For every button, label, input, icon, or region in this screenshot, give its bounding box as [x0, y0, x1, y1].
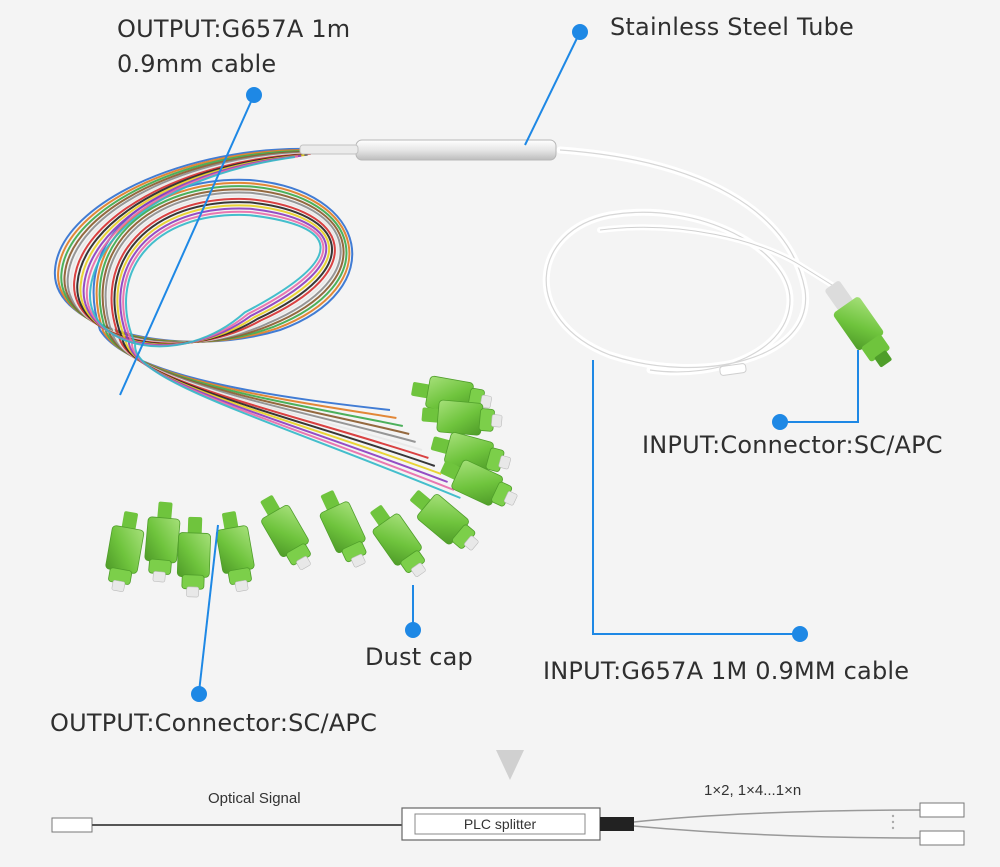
leader-input-cable [592, 360, 798, 635]
callout-input-cable: INPUT:G657A 1M 0.9MM cable [543, 657, 910, 685]
callout-output-connector: OUTPUT:Connector:SC/APC [50, 709, 378, 737]
output-sc-apc-connectors [105, 375, 518, 598]
callout-leaders [119, 31, 859, 693]
stainless-steel-tube [299, 139, 557, 161]
dot-output-connector [191, 686, 207, 702]
dot-output-cable [246, 87, 262, 103]
ellipsis-dots [891, 814, 895, 830]
sc-apc-connector [144, 501, 181, 583]
sc-apc-connector [105, 511, 145, 592]
output-fiber-lower [633, 825, 921, 839]
sc-apc-connector [410, 490, 479, 551]
sc-apc-connector [176, 516, 211, 598]
output-connector-symbol-lower [919, 830, 965, 846]
sc-apc-connector [421, 399, 503, 436]
splitter-schematic [51, 750, 965, 846]
callout-input-connector: INPUT:Connector:SC/APC [642, 431, 943, 459]
sc-apc-connector [370, 505, 426, 577]
dot-input-connector [772, 414, 788, 430]
input-cable-coil [542, 146, 843, 376]
sc-apc-connector [440, 459, 518, 507]
optical-signal-label: Optical Signal [208, 790, 301, 807]
splitter-boot [600, 817, 634, 831]
callout-dust-cap: Dust cap [365, 643, 473, 671]
output-fiber-upper [633, 809, 921, 823]
callout-output-cable-line2: 0.9mm cable [117, 50, 277, 78]
output-fiber-bundle [53, 147, 461, 499]
leader-steel-tube [524, 31, 581, 146]
input-connector-symbol [51, 817, 93, 833]
callout-steel-tube: Stainless Steel Tube [610, 13, 854, 41]
plc-splitter-label: PLC splitter [463, 816, 537, 832]
fiber-strand [89, 156, 461, 499]
callout-output-cable-line1: OUTPUT:G657A 1m [117, 15, 351, 43]
fiber-strand [73, 152, 429, 459]
dot-input-cable [792, 626, 808, 642]
down-arrow-icon [496, 750, 524, 780]
dot-dust-cap [405, 622, 421, 638]
input-sc-apc-connector [825, 281, 892, 367]
sc-apc-connector [215, 511, 255, 592]
split-ratio-label: 1×2, 1×4...1×n [704, 782, 802, 799]
fiber-strand [53, 147, 391, 411]
output-connector-symbol-upper [919, 802, 965, 818]
leader-output-cable [119, 94, 255, 396]
sc-apc-connector [319, 490, 367, 568]
plc-splitter-inner [414, 813, 586, 835]
sc-apc-connector [430, 432, 511, 474]
leader-input-connector [784, 350, 859, 423]
callout-dots [191, 24, 808, 702]
dot-steel-tube [572, 24, 588, 40]
sc-apc-connector [260, 495, 311, 570]
leader-output-connector [198, 524, 219, 693]
